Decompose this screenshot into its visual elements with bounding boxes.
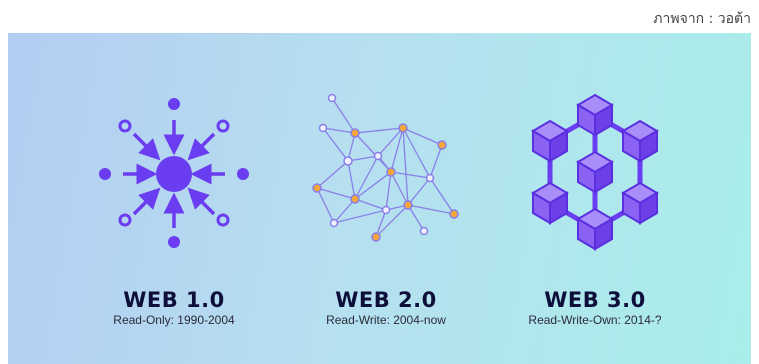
web2-subtitle: Read-Write: 2004-now [326,313,446,327]
web2-label: WEB 2.0 Read-Write: 2004-now [276,288,496,328]
network-graph-icon [312,93,459,242]
web1-title: WEB 1.0 [123,288,225,312]
web2-title: WEB 2.0 [335,288,437,312]
image-credit: ภาพจาก : วอต้า [653,11,751,27]
web-evolution-panel: WEB 1.0 Read-Only: 1990-2004 WEB 2.0 Rea… [8,33,751,364]
web3-subtitle: Read-Write-Own: 2014-? [528,313,662,327]
centralized-hub-icon [99,98,249,248]
web1-subtitle: Read-Only: 1990-2004 [113,313,235,327]
web1-label: WEB 1.0 Read-Only: 1990-2004 [64,288,284,328]
blockchain-cubes-icon [531,93,659,251]
web3-label: WEB 3.0 Read-Write-Own: 2014-? [485,288,705,328]
web3-title: WEB 3.0 [544,288,646,312]
